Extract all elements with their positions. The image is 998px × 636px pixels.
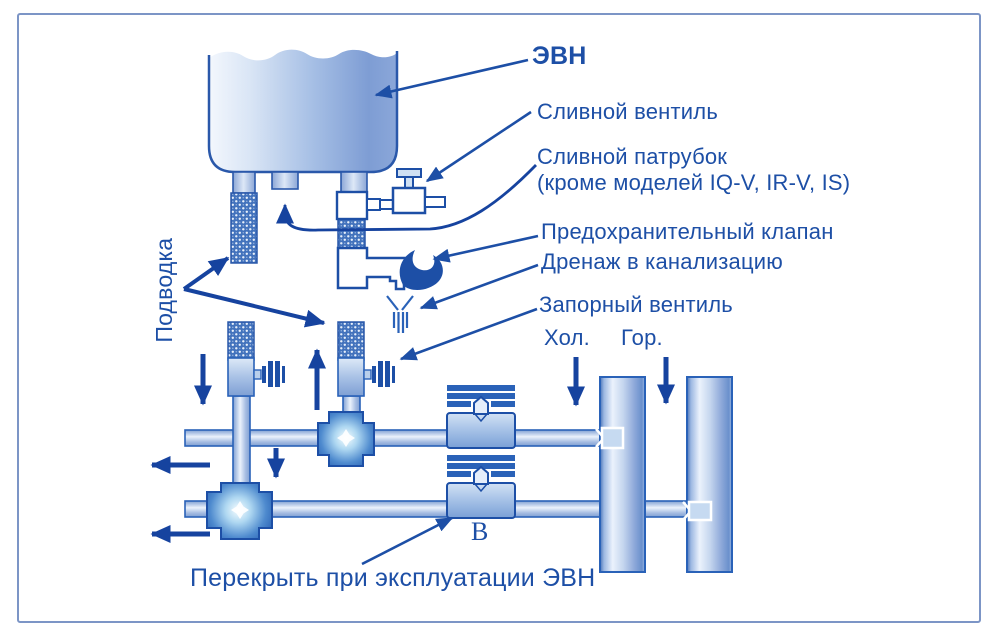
label-shutoff-valve: Запорный вентиль xyxy=(539,292,733,317)
leader-shutoff-valve xyxy=(399,307,538,361)
arrow-supply-a xyxy=(182,256,230,291)
drain-valve-handle xyxy=(396,168,422,178)
braided-hoses xyxy=(227,192,366,361)
leader-drain-valve xyxy=(425,110,532,183)
label-safety-valve: Предохранительный клапан xyxy=(541,219,834,244)
leader-evn xyxy=(374,58,529,99)
tee-lower xyxy=(206,482,273,540)
riser-cold xyxy=(599,376,646,573)
drain-outlet-pipe xyxy=(424,196,446,208)
riser-hot xyxy=(686,376,733,573)
label-valve-letter: В xyxy=(471,517,489,546)
safety-valve xyxy=(336,246,443,291)
shutoff-valve-right xyxy=(337,357,395,397)
drain-valve-body xyxy=(391,186,427,215)
tank-stubs xyxy=(232,171,368,194)
inline-valve-lower xyxy=(446,455,516,519)
hose-valve-right xyxy=(337,321,365,361)
arrow-supply-b xyxy=(183,287,326,328)
frame-border xyxy=(17,13,981,623)
tank xyxy=(207,49,399,174)
connector-lower xyxy=(682,500,713,522)
connector-upper xyxy=(595,426,625,450)
hose-valve-left xyxy=(227,321,255,361)
supply-hose-left xyxy=(230,192,258,264)
label-hot: Гор. xyxy=(621,325,663,350)
label-cold: Хол. xyxy=(544,325,590,350)
label-evn: ЭВН xyxy=(532,42,587,70)
drain-valve-assembly xyxy=(335,168,446,221)
label-close-note: Перекрыть при эксплуатации ЭВН xyxy=(190,564,596,592)
label-drainage: Дренаж в канализацию xyxy=(541,249,783,274)
hose-safety xyxy=(337,217,366,249)
water-splash-icon xyxy=(399,250,443,291)
drain-stub xyxy=(271,171,299,190)
flow-arrows xyxy=(150,164,675,543)
label-supply: Подводка xyxy=(150,237,177,343)
drain-funnel-icon xyxy=(386,295,414,333)
leader-safety-valve xyxy=(432,234,539,263)
leader-lines xyxy=(361,58,539,566)
label-drain-pipe-line1: Сливной патрубок xyxy=(537,144,728,169)
outlet-stub xyxy=(340,171,368,194)
label-drain-valve: Сливной вентиль xyxy=(537,99,718,124)
tee-upper xyxy=(317,411,375,467)
leader-drain-pipe xyxy=(276,164,538,232)
pipe-down-left xyxy=(232,395,251,485)
shutoff-valve-left xyxy=(227,357,285,397)
leader-close-note xyxy=(361,516,454,566)
leader-drainage xyxy=(419,263,539,310)
inline-valve-upper xyxy=(446,385,516,449)
inlet-stub xyxy=(232,171,256,194)
label-drain-pipe-line2: (кроме моделей IQ-V, IR-V, IS) xyxy=(537,170,851,195)
